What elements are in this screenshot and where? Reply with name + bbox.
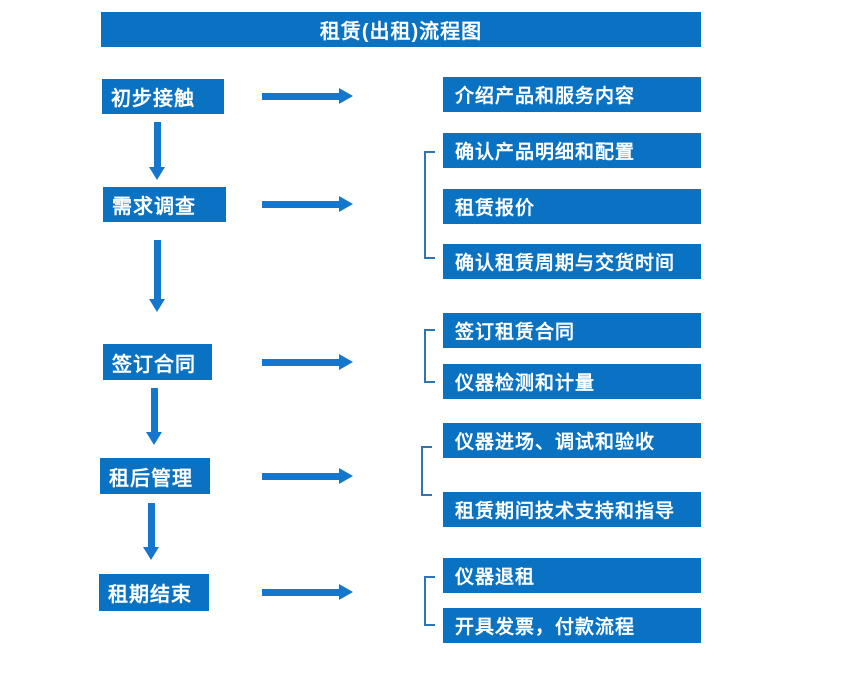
arrow-shaft	[153, 122, 161, 167]
flowchart-title: 租赁(出租)流程图	[101, 12, 701, 47]
arrow-right-1-icon	[262, 88, 353, 104]
arrow-head	[339, 584, 353, 600]
arrow-shaft	[262, 358, 339, 366]
arrow-right-5-icon	[262, 584, 353, 600]
bracket-rental-end-group	[424, 576, 435, 626]
detail-instrument-return: 仪器退租	[443, 558, 701, 593]
detail-technical-support: 租赁期间技术支持和指导	[443, 492, 701, 527]
arrow-down-1-icon	[149, 122, 165, 180]
arrow-down-4-icon	[143, 503, 159, 560]
arrow-head	[339, 196, 353, 212]
arrow-right-3-icon	[262, 354, 353, 370]
step-demand-survey: 需求调查	[103, 187, 226, 222]
detail-sign-rental-contract: 签订租赁合同	[443, 313, 701, 348]
arrow-down-2-icon	[149, 240, 165, 312]
detail-instrument-entry-acceptance: 仪器进场、调试和验收	[443, 423, 701, 458]
step-post-rental-management: 租后管理	[100, 458, 210, 494]
detail-rental-quotation: 租赁报价	[443, 189, 701, 224]
detail-introduce-products-services: 介绍产品和服务内容	[443, 77, 701, 112]
arrow-shaft	[153, 240, 161, 299]
arrow-head	[339, 354, 353, 370]
arrow-head	[339, 468, 353, 484]
arrow-head	[149, 299, 165, 312]
arrow-shaft	[262, 472, 339, 480]
arrow-head	[146, 432, 162, 445]
arrow-down-3-icon	[146, 388, 162, 445]
step-initial-contact: 初步接触	[102, 79, 224, 114]
step-sign-contract: 签订合同	[103, 344, 212, 380]
arrow-shaft	[147, 503, 155, 547]
arrow-head	[143, 547, 159, 560]
arrow-shaft	[262, 92, 339, 100]
bracket-demand-survey-group	[424, 151, 435, 259]
detail-confirm-period-delivery: 确认租赁周期与交货时间	[443, 244, 701, 279]
step-rental-end: 租期结束	[99, 574, 209, 611]
arrow-right-4-icon	[262, 468, 353, 484]
arrow-shaft	[262, 200, 339, 208]
arrow-shaft	[150, 388, 158, 432]
detail-invoice-payment: 开具发票，付款流程	[443, 608, 701, 643]
arrow-right-2-icon	[262, 196, 353, 212]
arrow-head	[339, 88, 353, 104]
bracket-post-rental-group	[421, 446, 432, 496]
arrow-shaft	[262, 588, 339, 596]
detail-confirm-product-config: 确认产品明细和配置	[443, 133, 701, 168]
arrow-head	[149, 167, 165, 180]
detail-instrument-testing: 仪器检测和计量	[443, 364, 701, 399]
bracket-sign-contract-group	[424, 329, 435, 383]
